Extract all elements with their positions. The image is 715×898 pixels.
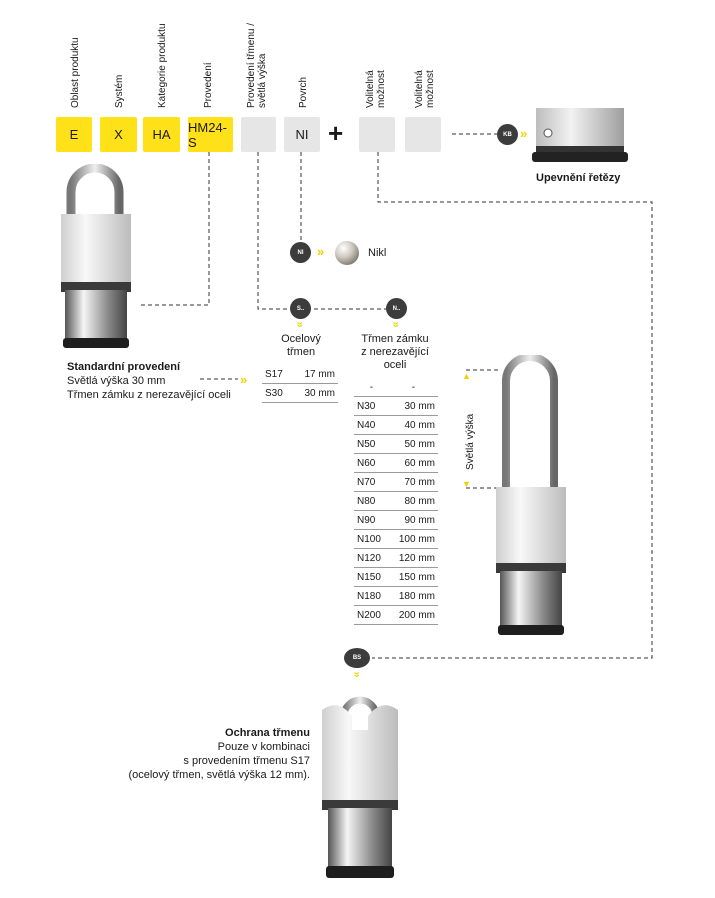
chain-mount-image xyxy=(532,108,628,162)
badge-s: S.. xyxy=(290,298,311,319)
cell-code: N180 xyxy=(354,586,389,606)
code-volitelna-2 xyxy=(405,117,441,152)
connector-trmen xyxy=(257,152,290,310)
cell-code: N60 xyxy=(354,453,389,473)
cell-code: N70 xyxy=(354,472,389,492)
cell-code: N40 xyxy=(354,415,389,435)
protection-line-1: Pouze v kombinaci xyxy=(217,741,310,753)
plus-sign: + xyxy=(328,118,344,148)
cell-code: N80 xyxy=(354,491,389,511)
stainless-table-heading: Třmen zámku z nerezavějící oceli xyxy=(361,333,429,371)
protection-line-2: s provedením třmenu S17 xyxy=(183,755,310,767)
cell-value: 120 mm xyxy=(388,548,438,568)
cell-value: 90 mm xyxy=(388,510,438,530)
code-oblast: E xyxy=(56,117,92,152)
cell-value: 50 mm xyxy=(388,434,438,454)
chevron-down-icon: » xyxy=(389,321,402,328)
cell-value: 100 mm xyxy=(388,529,438,549)
cell-value: 80 mm xyxy=(388,491,438,511)
code-volitelna-1 xyxy=(359,117,395,152)
chevron-right-icon: » xyxy=(317,244,325,259)
code-povrch: NI xyxy=(284,117,320,152)
cell-code: N100 xyxy=(354,529,389,549)
cell-code: N30 xyxy=(354,396,389,416)
chain-label: Upevnění řetězy xyxy=(536,172,621,184)
badge-ni: NI xyxy=(290,242,311,263)
nickel-sphere xyxy=(335,241,359,265)
cell-value: 180 mm xyxy=(388,586,438,606)
steel-table-heading: Ocelový třmen xyxy=(281,333,321,358)
cell-value: 200 mm xyxy=(388,605,438,625)
cell-code: N90 xyxy=(354,510,389,530)
table-row: -- xyxy=(354,378,438,397)
chevron-right-icon: » xyxy=(240,372,248,387)
cell-value: 60 mm xyxy=(388,453,438,473)
chevron-right-icon: » xyxy=(520,126,528,141)
chevron-down-icon: » xyxy=(293,321,306,328)
standard-title: Standardní provedení xyxy=(67,361,181,373)
connector-option-bs xyxy=(372,152,653,659)
cell-value: 150 mm xyxy=(388,567,438,587)
label-oblast: Oblast produktu xyxy=(70,37,81,108)
long-shackle-padlock-image xyxy=(496,355,566,635)
cell-value: 70 mm xyxy=(388,472,438,492)
connector-provedeni xyxy=(138,152,210,306)
label-kategorie: Kategorie produktu xyxy=(157,23,168,108)
code-system: X xyxy=(100,117,137,152)
standard-line-2: Třmen zámku z nerezavějící oceli xyxy=(67,389,231,401)
standard-line-1: Světlá výška 30 mm xyxy=(67,375,166,387)
arrow-down-icon: ▼ xyxy=(462,479,471,489)
badge-kb: KB xyxy=(497,124,518,145)
badge-bs: BS xyxy=(344,648,370,668)
cell-code: N120 xyxy=(354,548,389,568)
standard-padlock-image xyxy=(61,164,131,348)
cell-value: 30 mm xyxy=(388,396,438,416)
cell-value: 40 mm xyxy=(388,415,438,435)
cell-value: 17 mm xyxy=(291,365,338,384)
nickel-label: Nikl xyxy=(368,247,387,259)
cell-code: S17 xyxy=(262,365,292,384)
code-trmen xyxy=(241,117,276,152)
protection-title: Ochrana třmenu xyxy=(225,727,310,739)
cell-code: - xyxy=(354,378,389,397)
label-trmen: Provedení třmenu / světlá výška xyxy=(246,22,268,108)
label-provedeni: Provedení xyxy=(203,62,214,108)
label-volitelna-2: Volitelná možnost xyxy=(414,70,436,108)
protection-line-3: (ocelový třmen, světlá výška 12 mm). xyxy=(128,769,310,781)
label-system: Systém xyxy=(114,74,125,108)
label-volitelna-1: Volitelná možnost xyxy=(365,70,387,108)
protected-padlock-image xyxy=(322,696,398,878)
height-label: Světlá výška xyxy=(465,413,476,470)
cell-value: - xyxy=(388,378,438,397)
cell-code: S30 xyxy=(262,383,292,403)
code-kategorie: HA xyxy=(143,117,180,152)
badge-n: N.. xyxy=(386,298,407,319)
label-povrch: Povrch xyxy=(298,76,309,108)
arrow-up-icon: ▲ xyxy=(462,371,471,381)
cell-code: N50 xyxy=(354,434,389,454)
cell-value: 30 mm xyxy=(291,383,338,403)
code-provedeni: HM24-S xyxy=(188,117,233,152)
cell-code: N200 xyxy=(354,605,389,625)
cell-code: N150 xyxy=(354,567,389,587)
